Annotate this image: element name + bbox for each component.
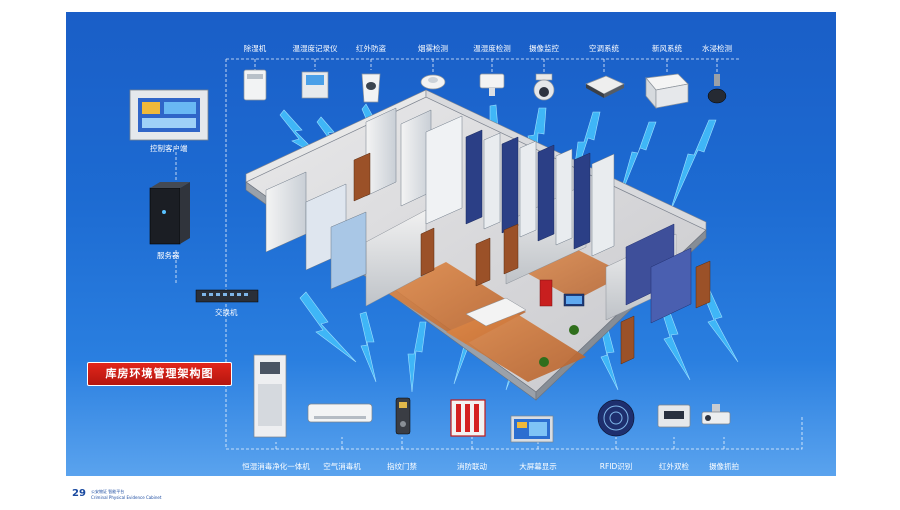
label-air-sterilizer: 空气消毒机 — [323, 462, 361, 471]
ir-sensor-icon — [361, 73, 381, 103]
left-device-icons — [129, 89, 259, 303]
label-rfid: RFID识别 — [599, 462, 633, 471]
label-snapshot: 摄像抓拍 — [709, 462, 739, 471]
page-number: 29 — [72, 488, 86, 499]
th-sensor-icon — [479, 73, 505, 96]
client-icon — [129, 89, 209, 141]
label-switch: 交换机 — [215, 308, 238, 317]
label-purifier: 恒湿消毒净化一体机 — [242, 462, 310, 471]
label-ir-dual: 红外双检 — [659, 462, 689, 471]
label-server: 服务器 — [157, 251, 180, 260]
label-fingerprint: 指纹门禁 — [387, 462, 417, 471]
top-device-icons — [243, 69, 727, 109]
footer-subtitle: Criminal Physical Evidence Cabinet — [91, 495, 162, 500]
snapshot-icon — [701, 404, 731, 425]
ac-icon — [585, 75, 625, 98]
purifier-icon — [253, 354, 287, 438]
water-icon — [707, 74, 727, 104]
label-ir-sensor: 红外防盗 — [356, 44, 386, 53]
label-ac: 空调系统 — [589, 44, 619, 53]
footer-brand: 公安物证 智能平台 — [91, 489, 125, 494]
camera-icon — [533, 73, 555, 101]
label-big-screen: 大屏幕显示 — [519, 462, 557, 471]
diagram-canvas — [129, 58, 803, 450]
label-water: 水浸检测 — [702, 44, 732, 53]
switch-icon — [195, 289, 259, 303]
fresh-air-icon — [645, 73, 689, 109]
fire-icon — [450, 399, 486, 437]
label-client: 控制客户端 — [150, 144, 188, 153]
diagram-title: 库房环境管理架构图 — [105, 367, 214, 380]
label-smoke: 烟雾检测 — [418, 44, 448, 53]
rfid-icon — [597, 399, 635, 437]
title-banner: 库房环境管理架构图 — [87, 362, 232, 386]
label-th-recorder: 温湿度记录仪 — [292, 44, 338, 53]
big-screen-icon — [510, 415, 554, 443]
label-camera: 摄像监控 — [529, 44, 559, 53]
fingerprint-icon — [395, 397, 411, 435]
storage-cabinets — [265, 107, 711, 367]
th-recorder-icon — [301, 71, 329, 99]
label-th-sensor: 温湿度检测 — [473, 44, 511, 53]
dehumidifier-icon — [243, 69, 267, 101]
label-fresh-air: 新风系统 — [652, 44, 682, 53]
label-dehumidifier: 除湿机 — [243, 44, 267, 53]
air-sterilizer-icon — [307, 403, 373, 423]
diagram-board: 除湿机 温湿度记录仪 红外防盗 烟雾检测 温湿度检测 摄像监控 空调系统 新风系… — [66, 12, 836, 476]
smoke-icon — [420, 74, 446, 90]
server-icon — [149, 182, 190, 245]
label-fire: 消防联动 — [457, 462, 487, 471]
bottom-device-icons — [253, 354, 731, 443]
ir-dual-icon — [657, 404, 691, 428]
